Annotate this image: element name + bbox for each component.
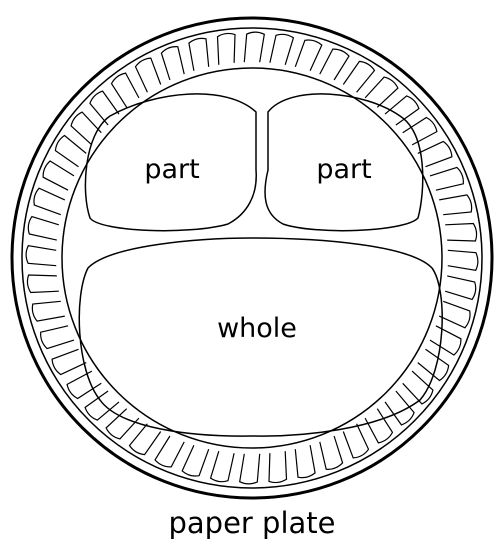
compartment-right-label: part <box>316 154 371 185</box>
plate-inner-circle <box>62 68 442 448</box>
compartment-left-label: part <box>144 154 199 185</box>
compartment-bottom-label: whole <box>217 313 297 344</box>
diagram-caption: paper plate <box>168 506 335 540</box>
